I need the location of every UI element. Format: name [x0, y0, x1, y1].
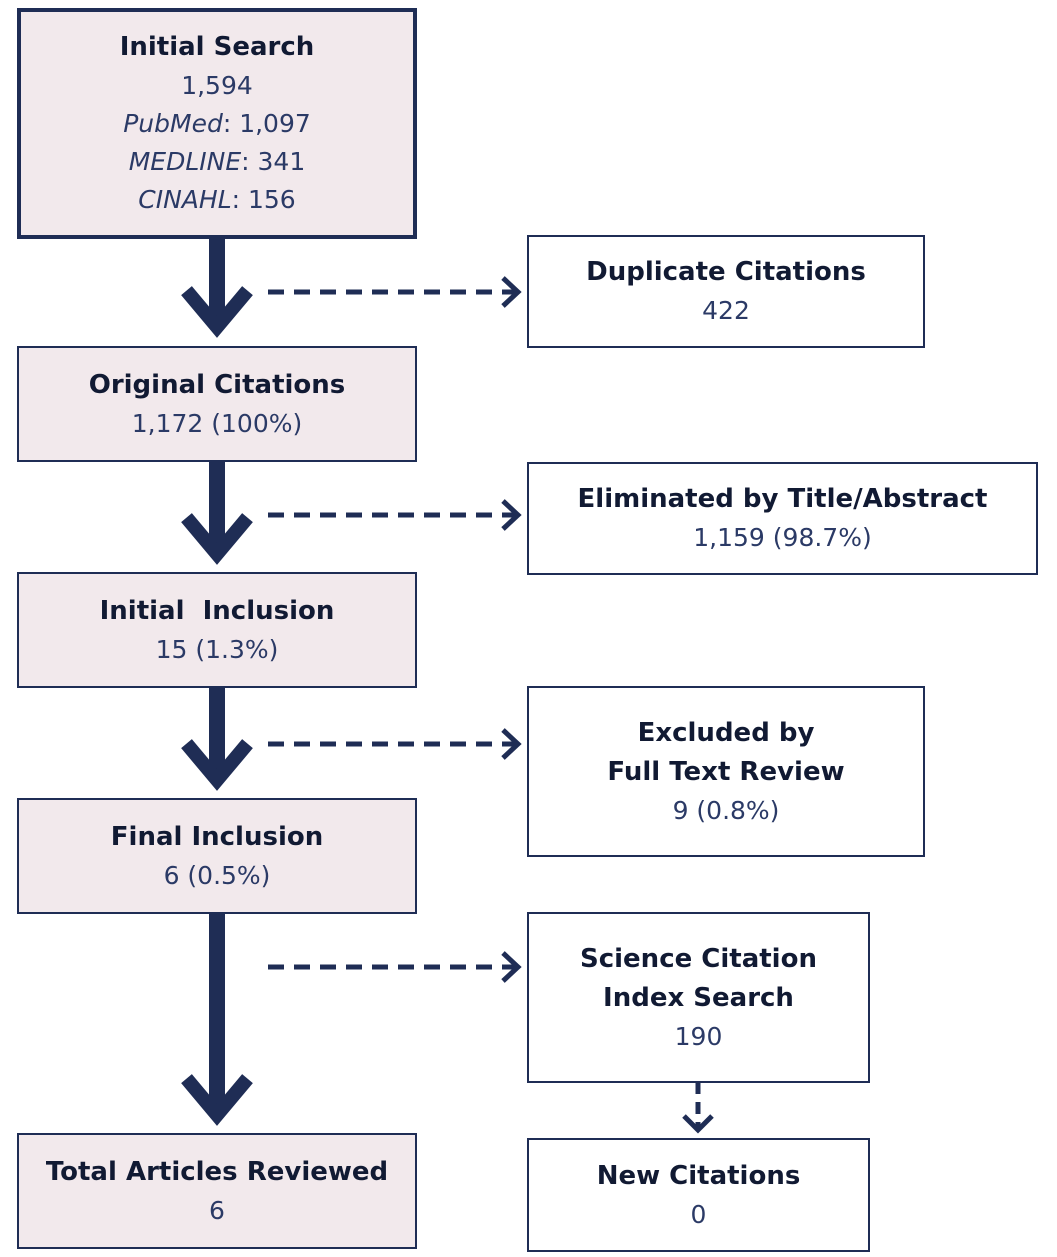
excluded-box: Excluded by Full Text Review 9 (0.8%) [527, 686, 925, 857]
initial-search-total: 1,594 [181, 71, 253, 100]
original-citations-value: 1,172 (100%) [131, 408, 303, 438]
initial-search-title: Initial Search [119, 32, 315, 62]
duplicate-citations-value: 422 [702, 296, 750, 325]
eliminated-box: Eliminated by Title/Abstract 1,159 (98.7… [527, 462, 1038, 575]
total-reviewed-title: Total Articles Reviewed [45, 1156, 389, 1187]
initial-search-box: Initial Search 1,594 PubMed: 1,097 MEDLI… [17, 8, 417, 239]
excluded-title-line2: Full Text Review [607, 756, 845, 787]
dashed-arrow-excluded [268, 728, 522, 760]
source-pubmed: PubMed: 1,097 [123, 109, 311, 138]
new-citations-value: 0 [690, 1199, 707, 1229]
duplicate-citations-box: Duplicate Citations 422 [527, 235, 925, 348]
final-inclusion-box: Final Inclusion 6 (0.5%) [17, 798, 417, 914]
dashed-arrow-new-citations [682, 1082, 714, 1134]
new-citations-title: New Citations [596, 1160, 801, 1191]
source-cinahl: CINAHL: 156 [138, 185, 296, 214]
solid-arrow-2 [181, 461, 253, 565]
solid-arrow-3 [181, 687, 253, 791]
sci-index-value: 190 [674, 1021, 723, 1051]
eliminated-value: 1,159 (98.7%) [693, 523, 872, 552]
solid-arrow-4 [181, 913, 253, 1126]
sci-index-title-line1: Science Citation [580, 943, 817, 974]
final-inclusion-value: 6 (0.5%) [163, 860, 271, 890]
eliminated-title: Eliminated by Title/Abstract [577, 484, 988, 514]
duplicate-citations-title: Duplicate Citations [586, 257, 866, 287]
source-medline: MEDLINE: 341 [128, 147, 306, 176]
final-inclusion-title: Final Inclusion [110, 821, 324, 852]
original-citations-box: Original Citations 1,172 (100%) [17, 346, 417, 462]
original-citations-title: Original Citations [88, 369, 346, 400]
total-reviewed-box: Total Articles Reviewed 6 [17, 1133, 417, 1249]
dashed-arrow-eliminated [268, 499, 522, 531]
sci-index-box: Science Citation Index Search 190 [527, 912, 870, 1083]
solid-arrow-1 [181, 237, 253, 338]
dashed-arrow-sci-index [268, 951, 522, 983]
initial-inclusion-value: 15 (1.3%) [155, 634, 279, 664]
sci-index-title-line2: Index Search [603, 982, 794, 1013]
initial-inclusion-title: Initial Inclusion [99, 595, 335, 626]
total-reviewed-value: 6 [209, 1195, 225, 1225]
new-citations-box: New Citations 0 [527, 1138, 870, 1252]
excluded-title-line1: Excluded by [637, 717, 815, 748]
dashed-arrow-duplicates [268, 276, 522, 308]
excluded-value: 9 (0.8%) [672, 795, 780, 825]
initial-inclusion-box: Initial Inclusion 15 (1.3%) [17, 572, 417, 688]
